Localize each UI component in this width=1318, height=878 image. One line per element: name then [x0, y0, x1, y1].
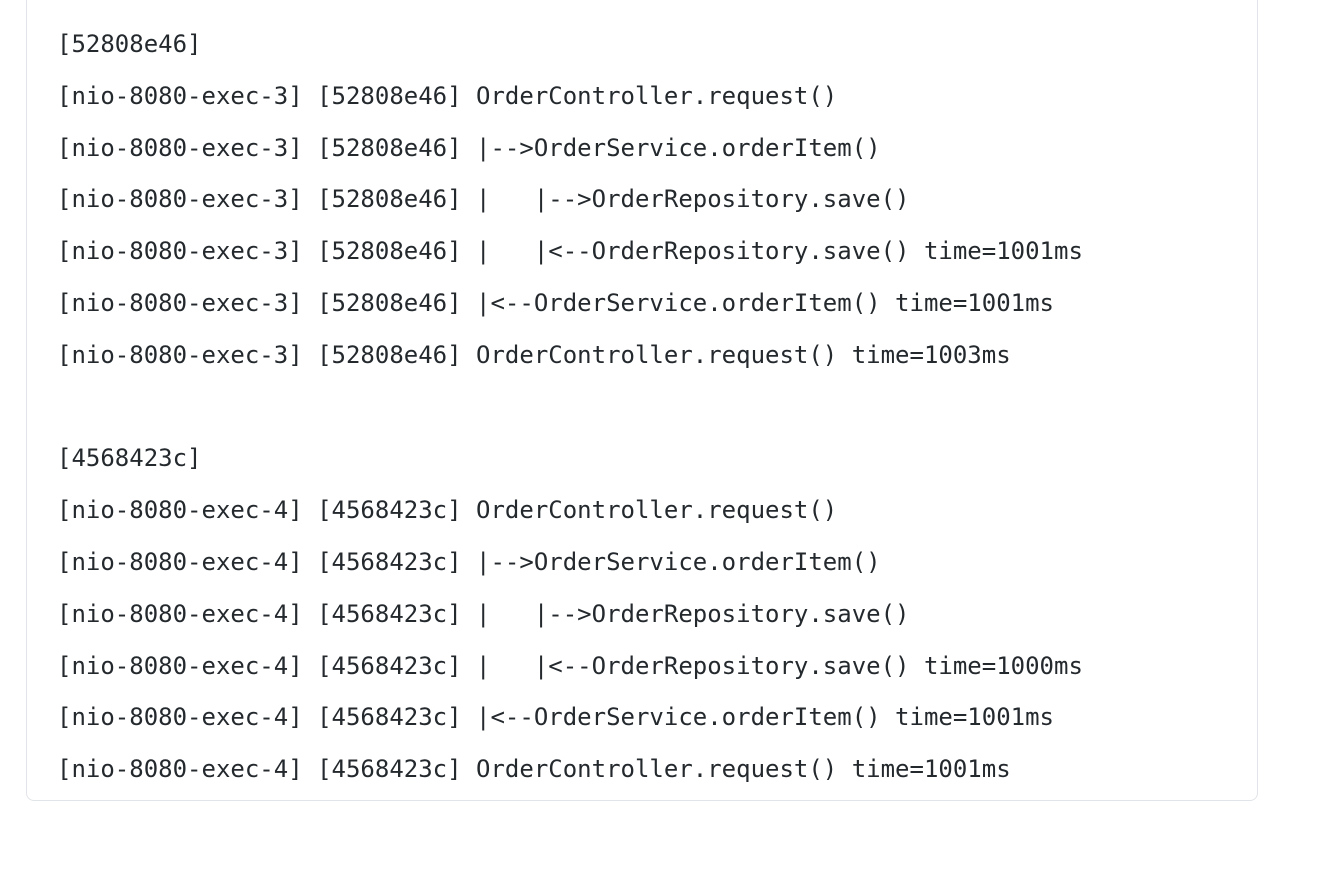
log-line: [nio-8080-exec-4] [4568423c] |-->OrderSe… [57, 547, 881, 576]
trace-block-header: [52808e46] [57, 30, 202, 58]
log-line: [nio-8080-exec-3] [52808e46] | |-->Order… [57, 185, 910, 214]
log-line: [nio-8080-exec-4] [4568423c] OrderContro… [57, 755, 1011, 784]
log-line: [nio-8080-exec-4] [4568423c] | |-->Order… [57, 599, 910, 628]
log-line: [nio-8080-exec-3] [52808e46] |-->OrderSe… [57, 133, 881, 162]
log-line: [nio-8080-exec-4] [4568423c] | |<--Order… [57, 651, 1083, 680]
log-line: [nio-8080-exec-4] [4568423c] OrderContro… [57, 496, 838, 525]
log-line: [nio-8080-exec-3] [52808e46] |<--OrderSe… [57, 288, 1054, 317]
log-output-body[interactable]: [52808e46] [nio-8080-exec-3] [52808e46] … [27, 0, 1257, 800]
log-output-card: [52808e46] [nio-8080-exec-3] [52808e46] … [26, 0, 1258, 801]
log-line: [nio-8080-exec-4] [4568423c] |<--OrderSe… [57, 703, 1054, 732]
trace-block-header: [4568423c] [57, 444, 202, 473]
log-line: [nio-8080-exec-3] [52808e46] OrderContro… [57, 340, 1011, 369]
log-line: [nio-8080-exec-3] [52808e46] OrderContro… [57, 81, 838, 110]
log-block-separator [57, 382, 1257, 434]
log-line: [nio-8080-exec-3] [52808e46] | |<--Order… [57, 237, 1083, 266]
